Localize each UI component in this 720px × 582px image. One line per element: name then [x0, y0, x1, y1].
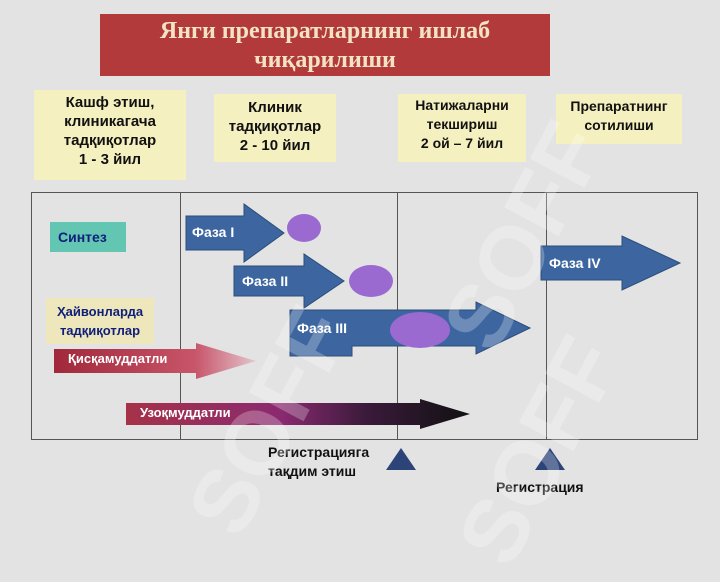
- stage-review: Натижаларни текшириш 2 ой – 7 йил: [398, 94, 526, 162]
- phase-3-ellipse: [390, 312, 450, 348]
- animal-studies-label: Ҳайвонларда тадқиқотлар: [46, 298, 154, 344]
- diagram-shapes: [54, 203, 682, 470]
- phase-4-label: Фаза IV: [549, 255, 601, 271]
- stage-discovery: Кашф этиш, клиникагача тадқиқотлар 1 - 3…: [34, 90, 186, 180]
- short-term-label: Қисқамуддатли: [68, 351, 168, 366]
- short-term-arrow: [54, 343, 256, 379]
- phase-3-label: Фаза III: [297, 320, 348, 336]
- registration-submit-label: Регистрацияга тақдим этиш: [268, 444, 370, 479]
- phase-1-label: Фаза I: [192, 224, 235, 240]
- phase-2-label: Фаза II: [242, 273, 289, 289]
- registration-label: Регистрация: [496, 479, 584, 495]
- timeline-grid: [31, 192, 698, 440]
- phase-2-arrow: [233, 253, 345, 309]
- long-term-label: Узоқмуддатли: [140, 405, 231, 420]
- long-term-arrow: [126, 399, 470, 429]
- grid-divider: [546, 192, 547, 440]
- phase-4-arrow: [540, 235, 682, 291]
- grid-divider: [180, 192, 181, 440]
- stage-sales: Препаратнинг сотилиши: [556, 94, 682, 144]
- diagram-title: Янги препаратларнинг ишлаб чиқарилиши: [100, 14, 550, 76]
- phase-2-ellipse: [349, 265, 393, 297]
- stage-clinical: Клиник тадқиқотлар 2 - 10 йил: [214, 94, 336, 162]
- phase-1-arrow: [185, 203, 285, 263]
- registration-submit-marker: [386, 448, 416, 470]
- phase-1-ellipse: [287, 214, 321, 242]
- registration-marker: [535, 448, 565, 470]
- synthesis-label: Синтез: [50, 222, 126, 252]
